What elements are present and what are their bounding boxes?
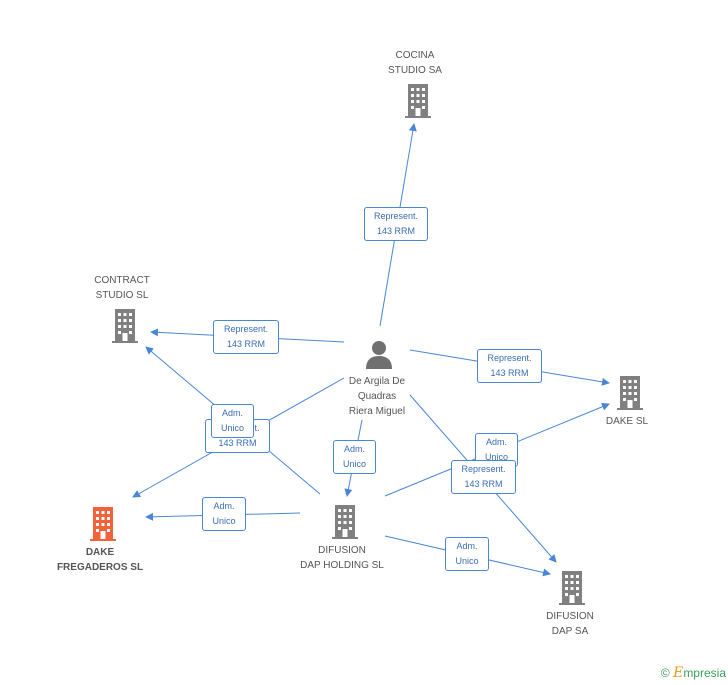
edge-label-person-holding[interactable]: Adm. Unico [333,440,376,474]
building-icon [559,571,585,605]
person-icon [366,341,392,369]
edge-label-holding-difusion[interactable]: Adm. Unico [445,537,489,571]
edge-label-person-difusion[interactable]: Represent. 143 RRM [451,460,516,494]
brand-name: mpresia [683,666,726,680]
node-label: DAKE SL [605,416,649,427]
node-label: COCINA STUDIO SA [388,50,442,76]
building-icon [617,376,643,410]
edge-label-person-contract[interactable]: Represent. 143 RRM [213,320,279,354]
edge-label-person-dake[interactable]: Represent. 143 RRM [477,349,542,383]
building-icon [405,84,431,118]
edge-label-holding-freg[interactable]: Adm. Unico [202,497,246,531]
edge-label-person-cocina[interactable]: Represent. 143 RRM [364,207,428,241]
node-label: DIFUSION DAP SA [546,611,594,637]
copyright-symbol: © [660,666,670,680]
building-icon [90,507,116,541]
edge-label-holding-contract[interactable]: Adm. Unico [211,404,254,438]
building-icon [112,309,138,343]
node-label: DAKE FREGADEROS SL [56,547,144,573]
brand-initial: E [673,665,684,681]
node-label: CONTRACT STUDIO SL [94,275,150,301]
empresia-credit[interactable]: © Empresia [661,665,726,681]
node-label: De Argila De Quadras Riera Miguel [348,376,406,417]
node-label: DIFUSION DAP HOLDING SL [300,545,384,571]
building-icon [332,505,358,539]
